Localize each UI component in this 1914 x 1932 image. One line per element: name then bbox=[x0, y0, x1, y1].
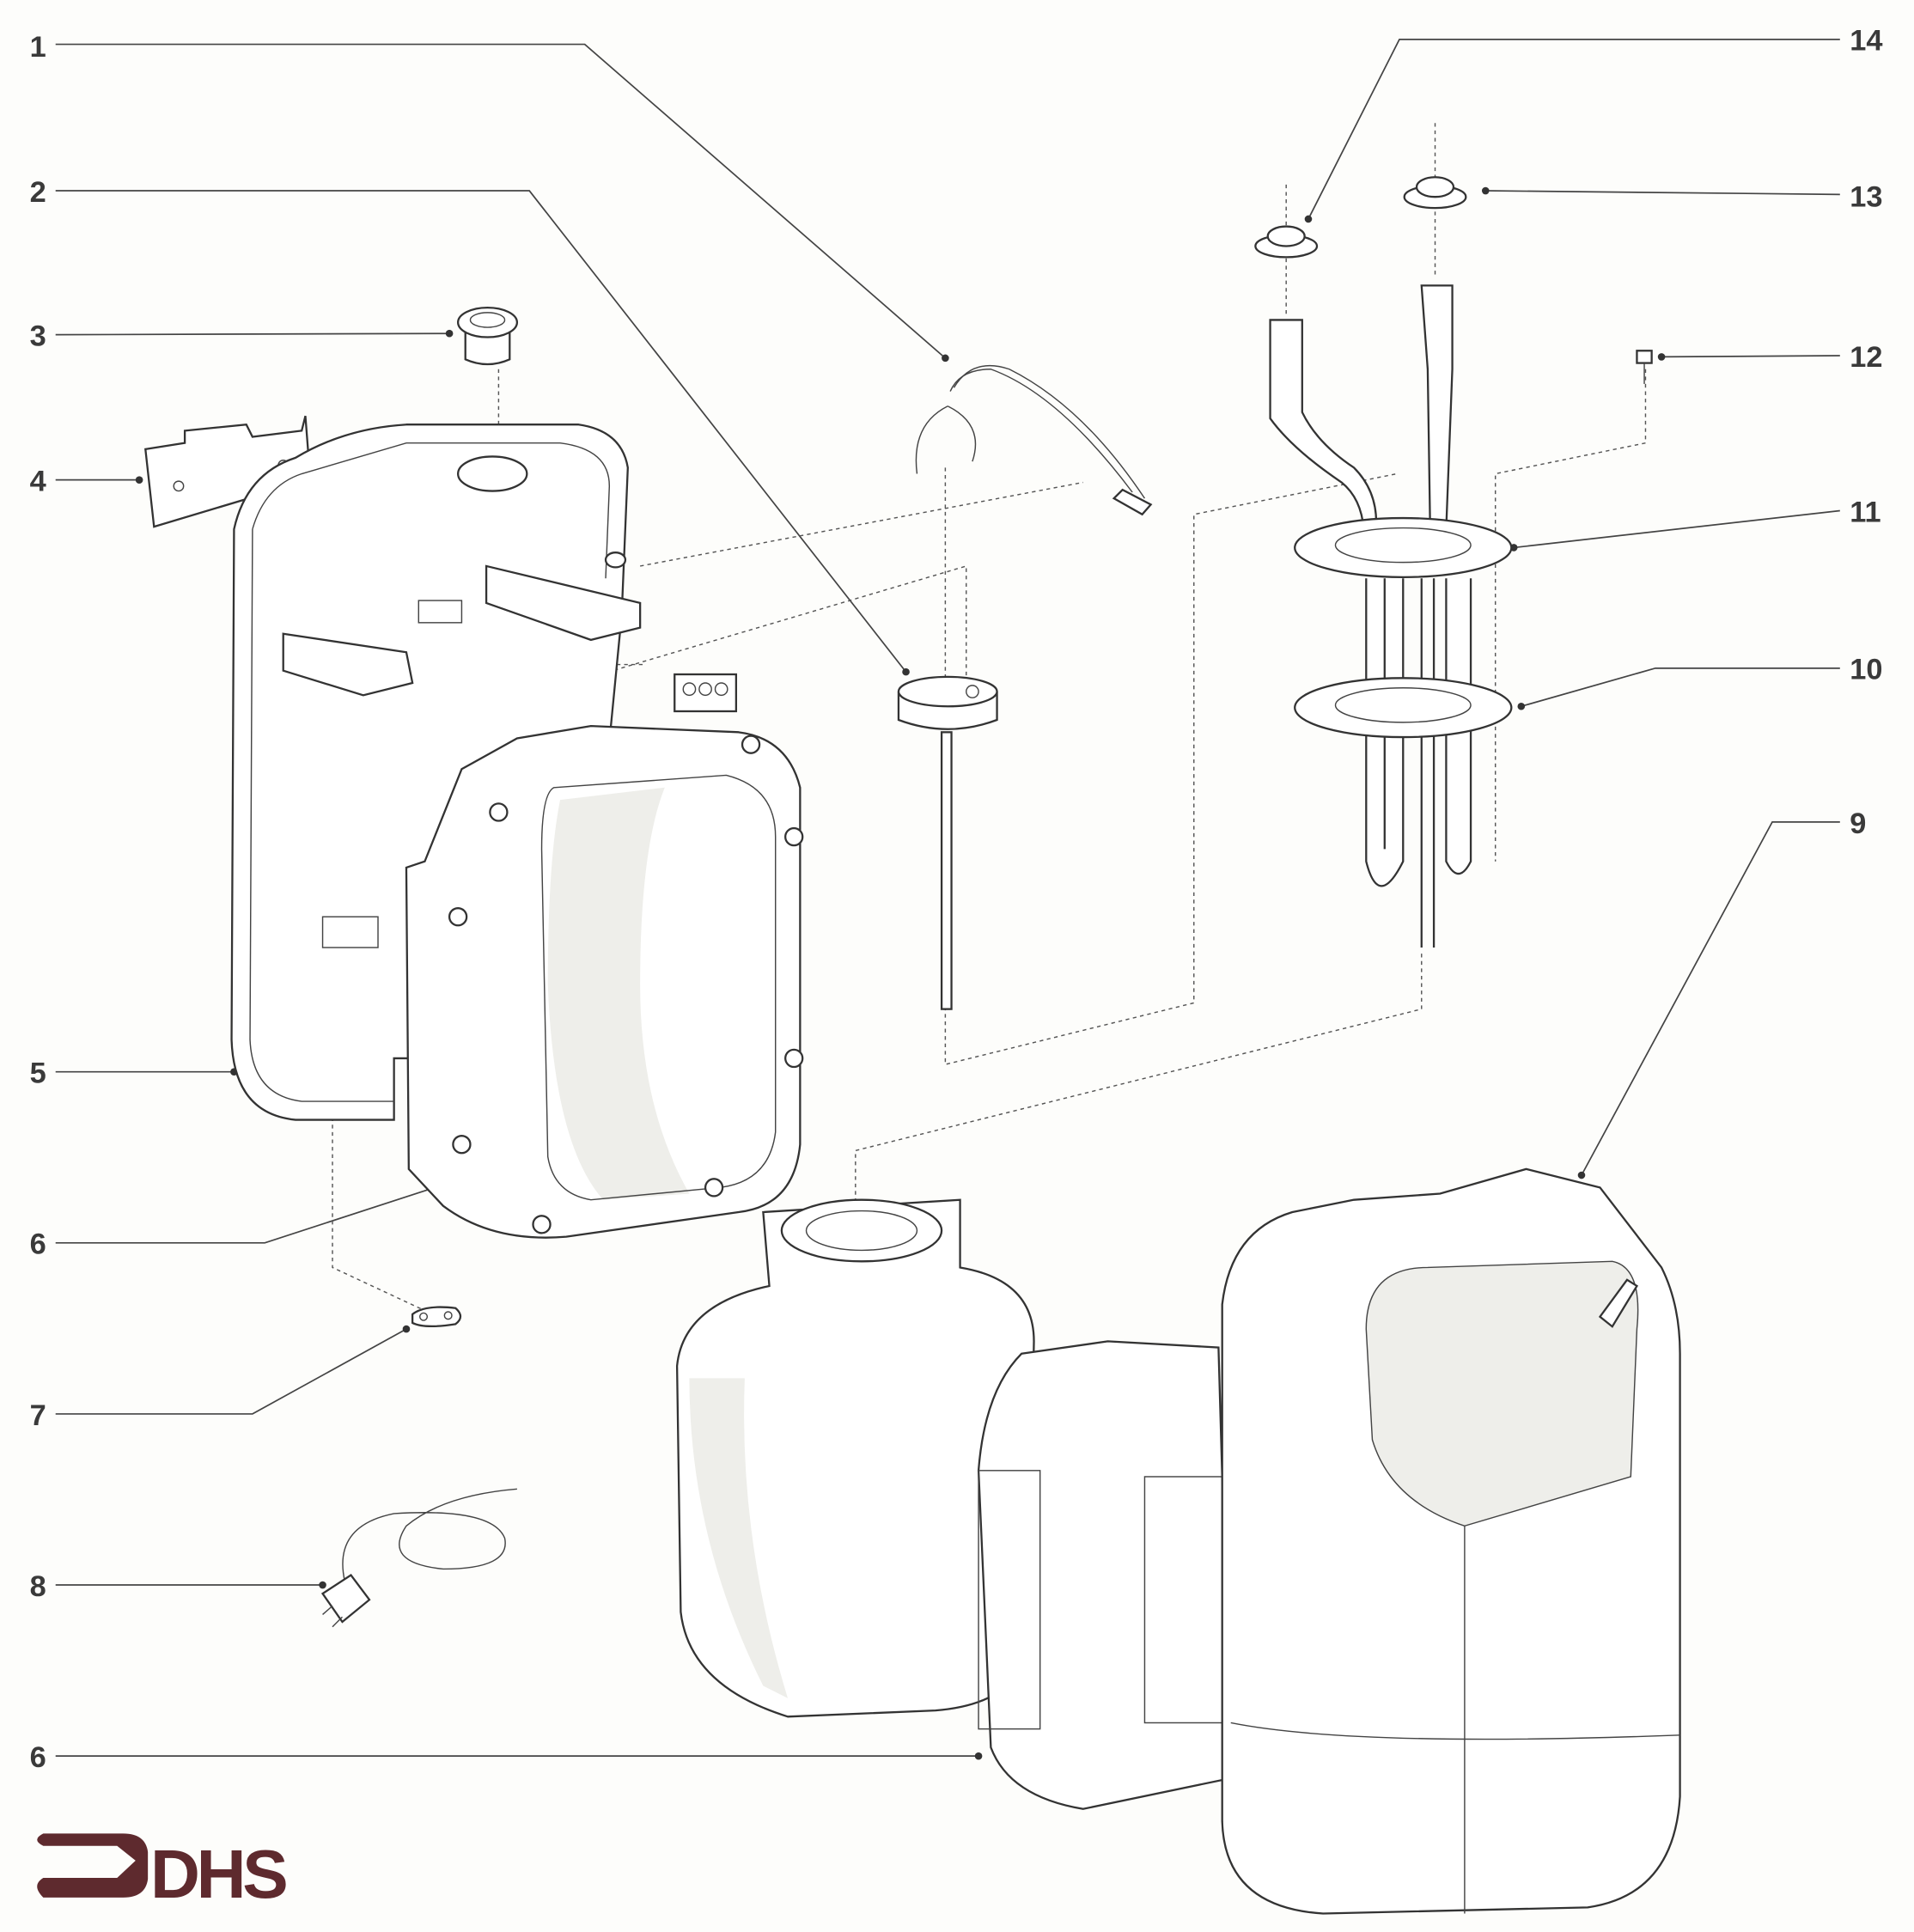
callout-1: 1 bbox=[30, 31, 46, 64]
callout-2: 2 bbox=[30, 176, 46, 209]
logo-text: DHS bbox=[150, 1835, 286, 1912]
part-thermostat bbox=[897, 675, 998, 1010]
leader-lines bbox=[55, 38, 1840, 1760]
callout-labels: 1 2 3 4 5 6 7 8 6 9 10 11 12 13 14 bbox=[30, 25, 1883, 1774]
callout-6a: 6 bbox=[30, 1228, 46, 1261]
part-front-cover bbox=[1221, 1167, 1681, 1915]
callout-4: 4 bbox=[30, 466, 46, 498]
callout-14: 14 bbox=[1850, 25, 1882, 58]
callout-11: 11 bbox=[1850, 496, 1880, 528]
part-cable-clamp bbox=[411, 1306, 462, 1328]
part-tank bbox=[675, 1198, 1035, 1718]
callout-12: 12 bbox=[1850, 341, 1882, 374]
part-sensor-cable bbox=[915, 365, 1153, 516]
callout-10: 10 bbox=[1850, 654, 1882, 686]
part-heating-element bbox=[1269, 284, 1513, 948]
part-pipe-seal-13 bbox=[1403, 176, 1467, 210]
part-terminal-block bbox=[674, 673, 738, 713]
part-knob-cap bbox=[456, 306, 519, 366]
part-insulation-shell-lower bbox=[977, 1340, 1232, 1810]
callout-7: 7 bbox=[30, 1399, 46, 1432]
part-wall-bracket bbox=[144, 415, 312, 528]
callout-3: 3 bbox=[30, 320, 46, 353]
part-pipe-seal-14 bbox=[1254, 225, 1319, 259]
callout-6b: 6 bbox=[30, 1741, 46, 1774]
part-flange-gasket bbox=[1294, 677, 1513, 739]
part-power-cord bbox=[320, 1488, 517, 1628]
part-screw bbox=[1636, 350, 1653, 384]
callout-13: 13 bbox=[1850, 181, 1882, 214]
callout-9: 9 bbox=[1850, 808, 1866, 840]
callout-5: 5 bbox=[30, 1057, 46, 1090]
dhs-logo: DHS bbox=[37, 1833, 290, 1912]
part-insulation-shell-upper bbox=[405, 725, 804, 1239]
callout-8: 8 bbox=[30, 1570, 46, 1603]
